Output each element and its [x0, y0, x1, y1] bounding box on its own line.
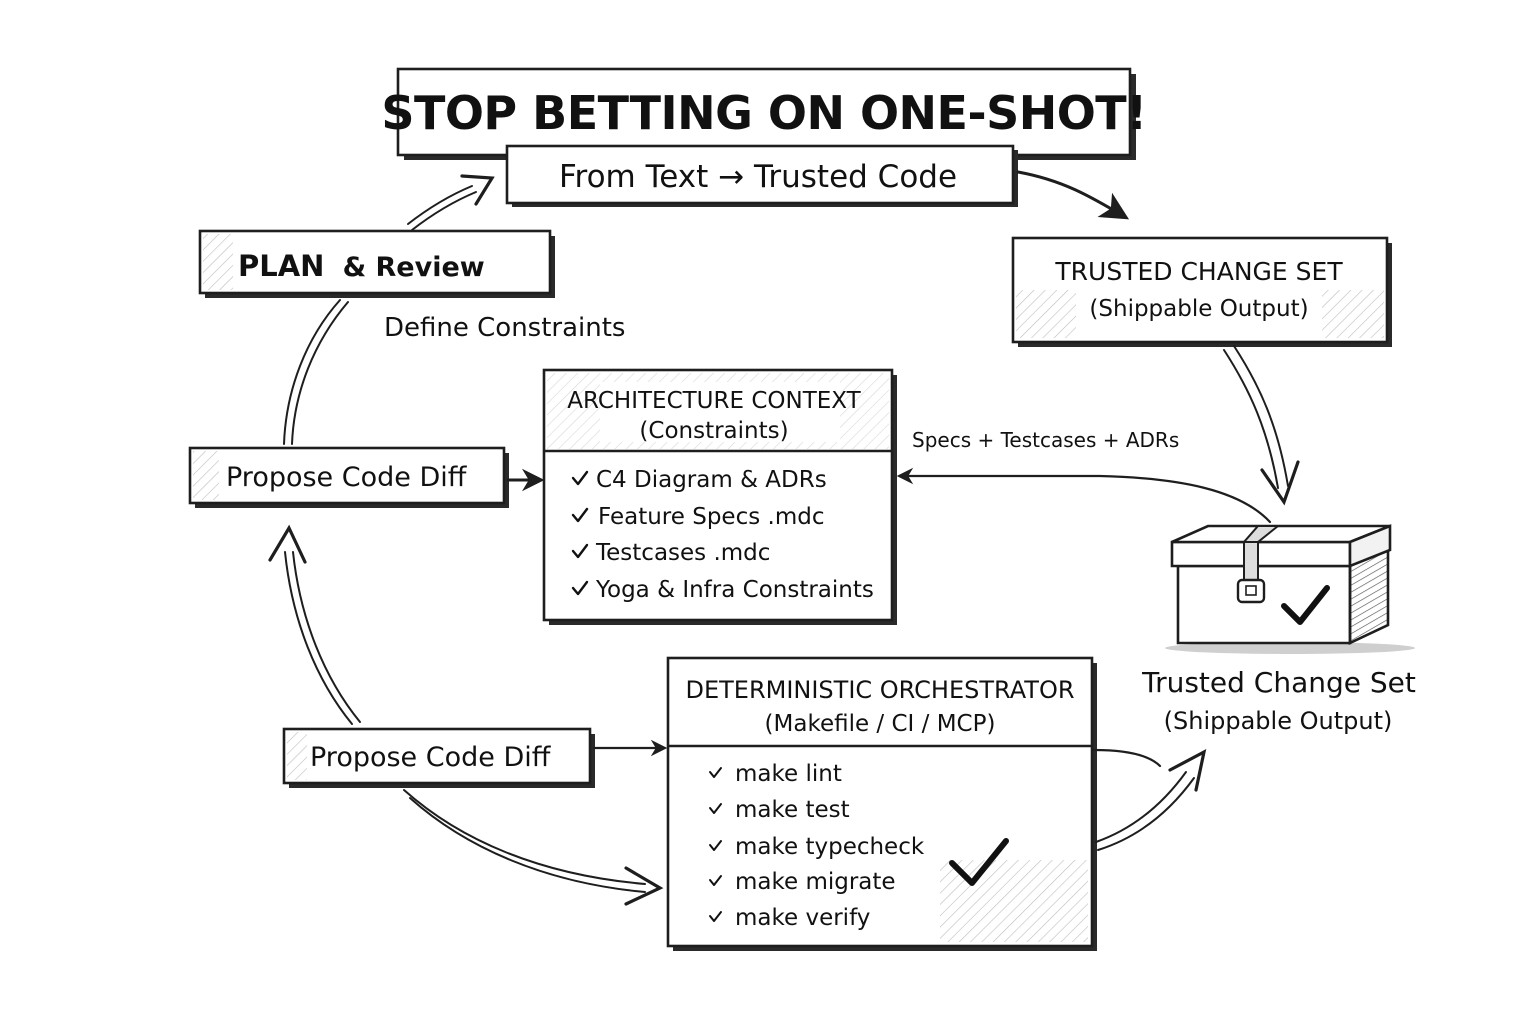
architecture-item: Feature Specs .mdc [598, 504, 824, 530]
trusted-bottom-subtitle: (Shippable Output) [1164, 707, 1393, 735]
arrow-icon [403, 789, 664, 906]
check-icon [571, 580, 589, 596]
orchestrator-title: DETERMINISTIC ORCHESTRATOR [685, 676, 1074, 704]
check-icon [709, 840, 722, 851]
orchestrator-item: make typecheck [735, 834, 925, 860]
architecture-subtitle: (Constraints) [639, 418, 788, 444]
specs-testcases-adrs-label: Specs + Testcases + ADRs [912, 428, 1179, 452]
check-icon [709, 911, 722, 922]
plan-review-box: PLAN & Review [198, 229, 555, 298]
title-banner: STOP BETTING ON ONE-SHOT! [381, 67, 1147, 160]
check-icon [571, 507, 589, 523]
trusted-change-set-top: TRUSTED CHANGE SET (Shippable Output) [1011, 236, 1392, 347]
check-icon [709, 875, 722, 886]
orchestrator-box: DETERMINISTIC ORCHESTRATOR (Makefile / C… [666, 656, 1097, 951]
orchestrator-subtitle: (Makefile / CI / MCP) [765, 711, 996, 737]
check-icon [709, 803, 722, 814]
arrow-icon [1092, 748, 1162, 768]
architecture-title: ARCHITECTURE CONTEXT [567, 388, 861, 414]
propose-top-label: Propose Code Diff [226, 462, 468, 493]
arrow-icon [268, 524, 361, 725]
trusted-top-subtitle: (Shippable Output) [1089, 296, 1308, 322]
orchestrator-items: make lint make test make typecheck make … [709, 761, 925, 931]
architecture-item: Yoga & Infra Constraints [595, 577, 874, 603]
check-icon [709, 767, 722, 778]
box-icon [1165, 524, 1415, 654]
trusted-top-title: TRUSTED CHANGE SET [1054, 257, 1343, 286]
arrow-icon [407, 174, 495, 231]
subtitle-box: From Text → Trusted Code [505, 144, 1018, 207]
check-icon [949, 838, 1009, 886]
propose-code-diff-top: Propose Code Diff [188, 446, 509, 508]
page-title: STOP BETTING ON ONE-SHOT! [381, 86, 1146, 140]
architecture-item: Testcases .mdc [595, 540, 770, 566]
plan-label: PLAN [238, 249, 324, 283]
arrow-icon [1095, 748, 1207, 851]
check-icon [571, 543, 589, 559]
orchestrator-item: make lint [735, 761, 842, 787]
orchestrator-item: make verify [735, 905, 870, 931]
check-icon [571, 470, 589, 486]
architecture-context-box: ARCHITECTURE CONTEXT (Constraints) C4 Di… [542, 368, 897, 625]
arrow-icon [1223, 345, 1300, 506]
arrow-icon [1016, 170, 1130, 220]
architecture-item: C4 Diagram & ADRs [596, 467, 827, 493]
architecture-items: C4 Diagram & ADRs Feature Specs .mdc Tes… [571, 467, 874, 603]
propose-code-diff-bottom: Propose Code Diff [282, 727, 595, 788]
orchestrator-item: make migrate [735, 869, 896, 895]
trusted-bottom-title: Trusted Change Set [1141, 666, 1416, 699]
define-constraints-label: Define Constraints [384, 313, 625, 343]
subtitle-text: From Text → Trusted Code [559, 159, 957, 195]
orchestrator-item: make test [735, 797, 850, 823]
arrow-icon [896, 467, 1272, 524]
check-icon [1281, 585, 1330, 625]
review-label: & Review [343, 252, 485, 283]
svg-text:PLAN & Review: PLAN & Review [238, 249, 485, 283]
propose-bottom-label: Propose Code Diff [310, 742, 552, 773]
arrow-icon [283, 299, 349, 445]
